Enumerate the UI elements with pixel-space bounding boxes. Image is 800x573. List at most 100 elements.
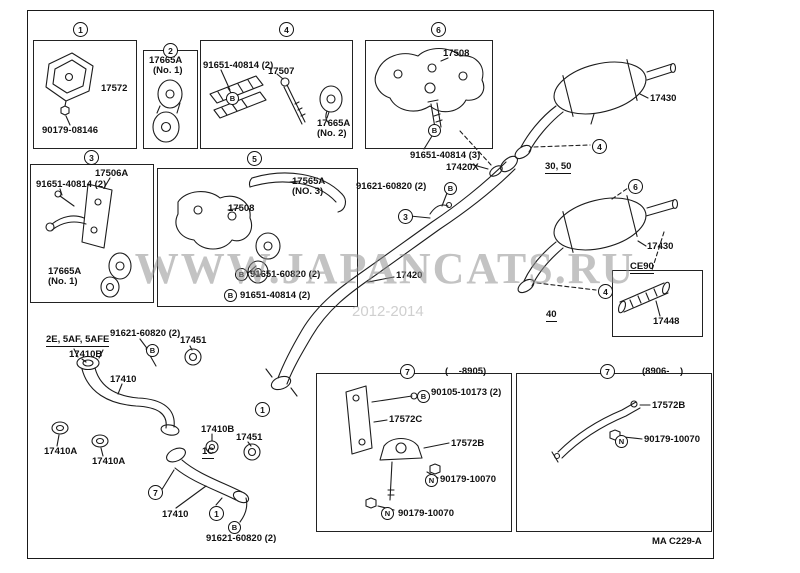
front-pipe-1c-drawing bbox=[160, 433, 261, 523]
bolt-marker: B bbox=[444, 182, 457, 195]
support-17572-drawing bbox=[45, 52, 94, 126]
tailpipe-cover-17448-drawing bbox=[617, 281, 671, 317]
callout-4-muffler2: 4 bbox=[598, 284, 613, 299]
part-label-91651-40814: 91651-40814 (2) bbox=[240, 290, 311, 301]
part-label-17507: 17507 bbox=[268, 66, 295, 77]
callout-1-frontpipe: 1 bbox=[209, 506, 224, 521]
part-label-17410a: 17410A bbox=[92, 456, 126, 467]
callout-7-num: 7 bbox=[605, 366, 610, 377]
callout-1-num: 1 bbox=[214, 508, 219, 519]
part-label-17430: 17430 bbox=[647, 241, 674, 252]
callout-6-num: 6 bbox=[436, 24, 441, 35]
callout-1-num: 1 bbox=[78, 24, 83, 35]
part-label-17506a: 17506A bbox=[95, 168, 129, 179]
page-code: MA C229-A bbox=[652, 536, 702, 547]
callout-3-num: 3 bbox=[403, 211, 408, 222]
bracket-17508-no3-drawing bbox=[175, 172, 347, 284]
callout-1: 1 bbox=[73, 22, 88, 37]
callout-6-num: 6 bbox=[633, 181, 638, 192]
part-label-17448: 17448 bbox=[653, 316, 680, 327]
model-code-30-50: 30, 50 bbox=[545, 161, 572, 174]
muffler-1-drawing bbox=[514, 59, 677, 160]
center-pipe-17420-drawing bbox=[265, 130, 518, 397]
diagram-border bbox=[27, 10, 714, 559]
callout-5-num: 5 bbox=[252, 153, 257, 164]
part-label-17572: 17572 bbox=[101, 83, 128, 94]
part-label-91651-40814: 91651-40814 (2) bbox=[203, 60, 274, 71]
nut-marker: N bbox=[381, 507, 394, 520]
callout-1-num: 1 bbox=[260, 404, 265, 415]
part-label-90105-10173: 90105-10173 (2) bbox=[431, 387, 502, 398]
callout-7-late: 7 bbox=[600, 364, 615, 379]
callout-7-num: 7 bbox=[405, 366, 410, 377]
part-label-17665a: 17665A bbox=[317, 118, 351, 129]
part-label-17410: 17410 bbox=[162, 509, 189, 520]
part-label-17420: 17420 bbox=[396, 270, 423, 281]
part-label-no2: (No. 2) bbox=[317, 128, 347, 139]
model-code-ce90: CE90 bbox=[630, 261, 654, 274]
support-17572b-drawing bbox=[551, 400, 651, 463]
nut-letter: N bbox=[384, 509, 391, 518]
part-label-no1: (No. 1) bbox=[153, 65, 183, 76]
bolt-marker: B bbox=[146, 344, 159, 357]
bracket-17506a-drawing bbox=[45, 177, 132, 298]
detail-box-1 bbox=[33, 40, 137, 149]
nut-marker: N bbox=[615, 435, 628, 448]
callout-3-centerpipe: 3 bbox=[398, 209, 413, 224]
detail-box-4 bbox=[200, 40, 353, 149]
part-label-17572b: 17572B bbox=[451, 438, 485, 449]
part-label-17410a: 17410A bbox=[44, 446, 78, 457]
part-label-17572b: 17572B bbox=[652, 400, 686, 411]
part-label-17508: 17508 bbox=[443, 48, 470, 59]
callout-4-num: 4 bbox=[284, 24, 289, 35]
callout-7-early: 7 bbox=[400, 364, 415, 379]
callout-4-muffler1: 4 bbox=[592, 139, 607, 154]
callout-7-frontpipe: 7 bbox=[148, 485, 163, 500]
part-label-17451: 17451 bbox=[236, 432, 263, 443]
bolts-17507-damper-drawing bbox=[209, 69, 343, 125]
bolt-letter: B bbox=[447, 184, 454, 193]
callout-4-num: 4 bbox=[597, 141, 602, 152]
part-label-17410: 17410 bbox=[110, 374, 137, 385]
part-label-17430: 17430 bbox=[650, 93, 677, 104]
part-label-91651-60820: 91651-60820 (2) bbox=[250, 269, 321, 280]
detail-box-6 bbox=[365, 40, 493, 149]
part-label-91621-60820: 91621-60820 (2) bbox=[356, 181, 427, 192]
damper-no1-drawing bbox=[152, 79, 183, 143]
bolt-marker: B bbox=[417, 390, 430, 403]
bolt-marker: B bbox=[235, 268, 248, 281]
bolt-letter: B bbox=[231, 523, 238, 532]
detail-box-5 bbox=[157, 168, 358, 307]
bolt-letter: B bbox=[149, 346, 156, 355]
bolt-letter: B bbox=[229, 94, 236, 103]
part-label-90179-10070: 90179-10070 bbox=[398, 508, 454, 519]
nut-letter: N bbox=[618, 437, 625, 446]
detail-box-7-late bbox=[516, 373, 712, 532]
bolt-marker: B bbox=[428, 124, 441, 137]
bolt-letter: B bbox=[431, 126, 438, 135]
bolt-letter: B bbox=[420, 392, 427, 401]
part-label-90179-10070: 90179-10070 bbox=[644, 434, 700, 445]
bolt-marker: B bbox=[226, 92, 239, 105]
part-label-17451: 17451 bbox=[180, 335, 207, 346]
part-label-91651-40814: 91651-40814 (2) bbox=[36, 179, 107, 190]
part-label-91621-60820: 91621-60820 (2) bbox=[110, 328, 181, 339]
callout-5: 5 bbox=[247, 151, 262, 166]
date-range-late: (8906- ) bbox=[642, 366, 684, 377]
part-label-no3: (NO. 3) bbox=[292, 186, 324, 197]
callout-3-num: 3 bbox=[89, 152, 94, 163]
callout-1-centerpipe: 1 bbox=[255, 402, 270, 417]
date-range-early: ( -8905) bbox=[445, 366, 487, 377]
part-label-90179-10070: 90179-10070 bbox=[440, 474, 496, 485]
part-label-no1: (No. 1) bbox=[48, 276, 78, 287]
callout-4-num: 4 bbox=[603, 286, 608, 297]
callout-7-num: 7 bbox=[153, 487, 158, 498]
part-label-91621-60820: 91621-60820 (2) bbox=[206, 533, 277, 544]
bolt-marker: B bbox=[228, 521, 241, 534]
part-label-17508: 17508 bbox=[228, 203, 255, 214]
callout-6-muffler2: 6 bbox=[628, 179, 643, 194]
part-label-17665a: 17665A bbox=[149, 55, 183, 66]
model-code-40: 40 bbox=[546, 309, 557, 322]
front-pipe-2e-drawing bbox=[51, 338, 202, 457]
